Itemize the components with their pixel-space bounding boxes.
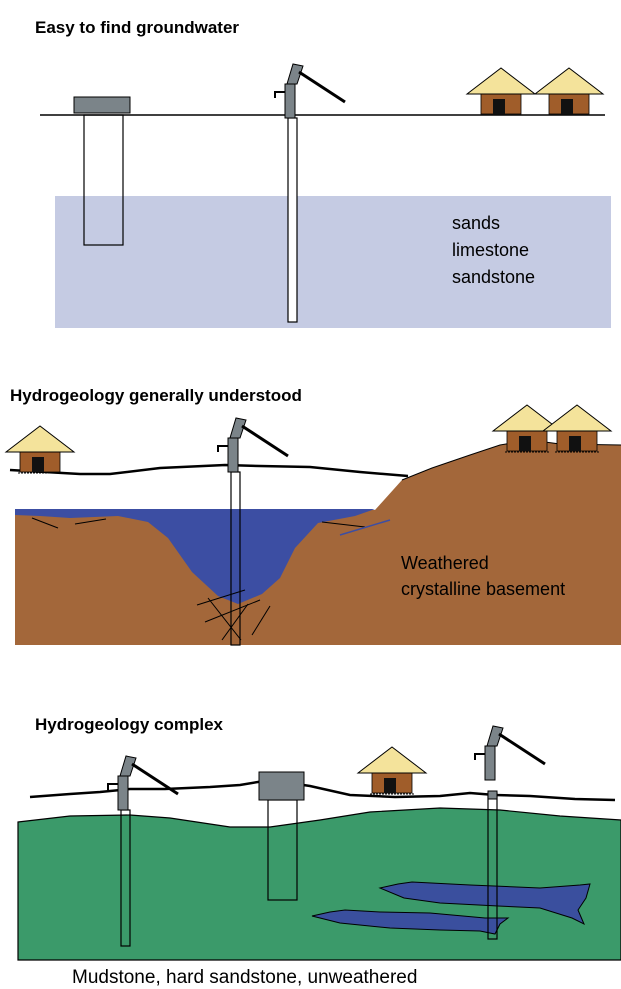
- hand-pump-icon: [273, 62, 347, 120]
- hut-icon: [466, 67, 536, 116]
- ground-surface: [9, 463, 409, 478]
- panel-complex: Hydrogeology complex Mudstone, hard sand…: [17, 715, 621, 988]
- panel-3-title: Hydrogeology complex: [35, 715, 224, 734]
- rock-type-label: sands limestone sandstone: [452, 213, 535, 287]
- fractures: [31, 517, 366, 641]
- unweathered-rock: [17, 807, 621, 961]
- hand-pump-icon: [216, 416, 290, 474]
- rock-label-line: crystalline basement: [401, 579, 565, 599]
- perched-water-lens: [378, 881, 591, 926]
- hand-pump-icon: [473, 724, 547, 782]
- rock-label-line: Weathered: [401, 553, 489, 573]
- fracture-water: [339, 519, 391, 536]
- groundwater-body: [15, 509, 375, 604]
- rock-type-label: Weathered crystalline basement: [401, 553, 565, 599]
- borehole-pump: [106, 754, 180, 947]
- panel-easy-groundwater: Easy to find groundwater sands limestone…: [35, 18, 611, 328]
- dug-well-icon: [258, 771, 305, 901]
- rock-label-line: limestone: [452, 240, 529, 260]
- hut-icon: [5, 425, 75, 474]
- borehole-pump: [273, 62, 347, 323]
- rock-label-line: sands: [452, 213, 500, 233]
- rock-label-line: sandstone: [452, 267, 535, 287]
- hut-icon: [534, 67, 604, 116]
- panel-generally-understood: Hydrogeology generally understood: [5, 386, 621, 646]
- hut-icon: [357, 746, 427, 795]
- rock-type-caption: Mudstone, hard sandstone, unweathered: [72, 967, 417, 988]
- hand-pump-icon: [106, 754, 180, 812]
- perched-water-lens: [311, 909, 510, 935]
- aquifer-layer: [55, 196, 611, 328]
- panel-1-title: Easy to find groundwater: [35, 18, 239, 37]
- dug-well-icon: [73, 96, 131, 246]
- borehole-casing: [287, 117, 298, 323]
- borehole-pump: [216, 416, 290, 646]
- borehole-pump: [473, 724, 547, 940]
- panel-2-title: Hydrogeology generally understood: [10, 386, 302, 405]
- weathered-basement: [15, 440, 621, 645]
